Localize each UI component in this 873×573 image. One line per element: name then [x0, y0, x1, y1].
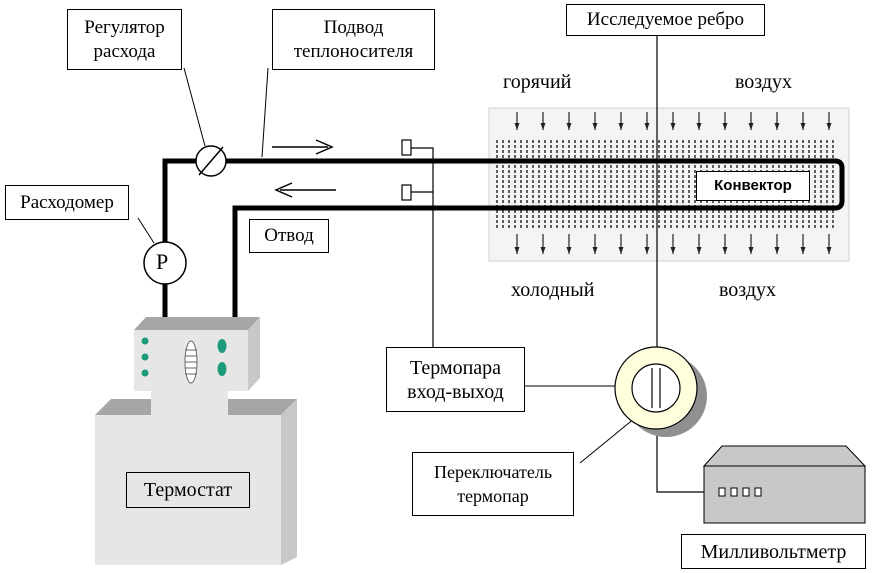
- air-arrow-head: [670, 123, 676, 130]
- thermocouple-switch: [614, 346, 707, 437]
- gauge-icon: [143, 241, 187, 285]
- air-arrow-head: [540, 123, 546, 130]
- air-arrow-head: [540, 247, 546, 254]
- air-arrow-head: [592, 123, 598, 130]
- thermostat-label: Термостат: [126, 472, 250, 508]
- control-unit-top: [134, 317, 260, 330]
- air-arrow-head: [696, 123, 702, 130]
- indicator-led: [141, 337, 149, 345]
- hot-air-arrows: [514, 112, 832, 130]
- cold-air-label: холодный: [511, 279, 595, 301]
- air-arrow-head: [800, 247, 806, 254]
- millivoltmeter-wire: [656, 428, 722, 493]
- flowmeter-label: Расходомер: [5, 185, 129, 220]
- hot-air-label: горячий: [503, 71, 572, 93]
- coolant-supply-label: Подвод теплоносителя: [272, 9, 435, 70]
- air-arrow-head: [514, 123, 520, 130]
- millivoltmeter-label: Милливольтметр: [681, 534, 866, 569]
- convector-label: Конвектор: [696, 171, 810, 201]
- air-arrow-head: [618, 123, 624, 130]
- cold-air-label-2: воздух: [719, 279, 777, 301]
- arrow-left-icon: [274, 182, 336, 198]
- thermocouple-label: Термопара вход-выход: [386, 347, 525, 412]
- air-arrow-head: [644, 247, 650, 254]
- temperature-dial-icon: [184, 340, 198, 384]
- air-arrow-head: [670, 247, 676, 254]
- air-arrow-head: [722, 123, 728, 130]
- flowmeter-letter: Р: [156, 249, 169, 274]
- return-pipe: [232, 205, 500, 323]
- indicator-led: [141, 353, 149, 361]
- indicator-led: [141, 369, 149, 377]
- air-arrow-head: [644, 123, 650, 130]
- thermocouple-switch-label: Переключатель термопар: [412, 452, 574, 516]
- thermocouple-sensor-inlet: [401, 139, 412, 156]
- air-arrow-head: [800, 123, 806, 130]
- supply-pipe: [162, 158, 500, 318]
- control-unit-side: [248, 317, 260, 391]
- convector-tube: [489, 158, 845, 211]
- air-arrow-head: [566, 123, 572, 130]
- air-arrow-head: [774, 123, 780, 130]
- thermocouple-wire: [411, 147, 434, 347]
- air-arrow-head: [696, 247, 702, 254]
- indicator-lamp: [217, 339, 227, 353]
- valve-icon: [195, 145, 227, 177]
- air-arrow-head: [774, 247, 780, 254]
- arrow-right-icon: [272, 139, 334, 155]
- air-arrow-head: [566, 247, 572, 254]
- air-arrow-head: [826, 123, 832, 130]
- switch-knob-icon: [631, 363, 681, 413]
- test-fin-label: Исследуемое ребро: [566, 4, 765, 36]
- air-arrow-head: [514, 247, 520, 254]
- air-arrow-head: [618, 247, 624, 254]
- hot-air-label-2: воздух: [735, 71, 793, 93]
- thermostat-neck: [151, 391, 228, 415]
- air-arrow-head: [748, 123, 754, 130]
- flow-regulator-label: Регулятор расхода: [67, 9, 182, 70]
- air-arrow-head: [826, 247, 832, 254]
- air-arrow-head: [722, 247, 728, 254]
- thermocouple-sensor-outlet: [401, 184, 412, 201]
- return-line-label: Отвод: [249, 219, 329, 253]
- air-arrow-head: [592, 247, 598, 254]
- cold-air-arrows: [514, 234, 832, 254]
- millivoltmeter: [702, 445, 867, 524]
- air-arrow-head: [748, 247, 754, 254]
- thermostat-side: [281, 399, 297, 565]
- indicator-lamp: [217, 362, 227, 376]
